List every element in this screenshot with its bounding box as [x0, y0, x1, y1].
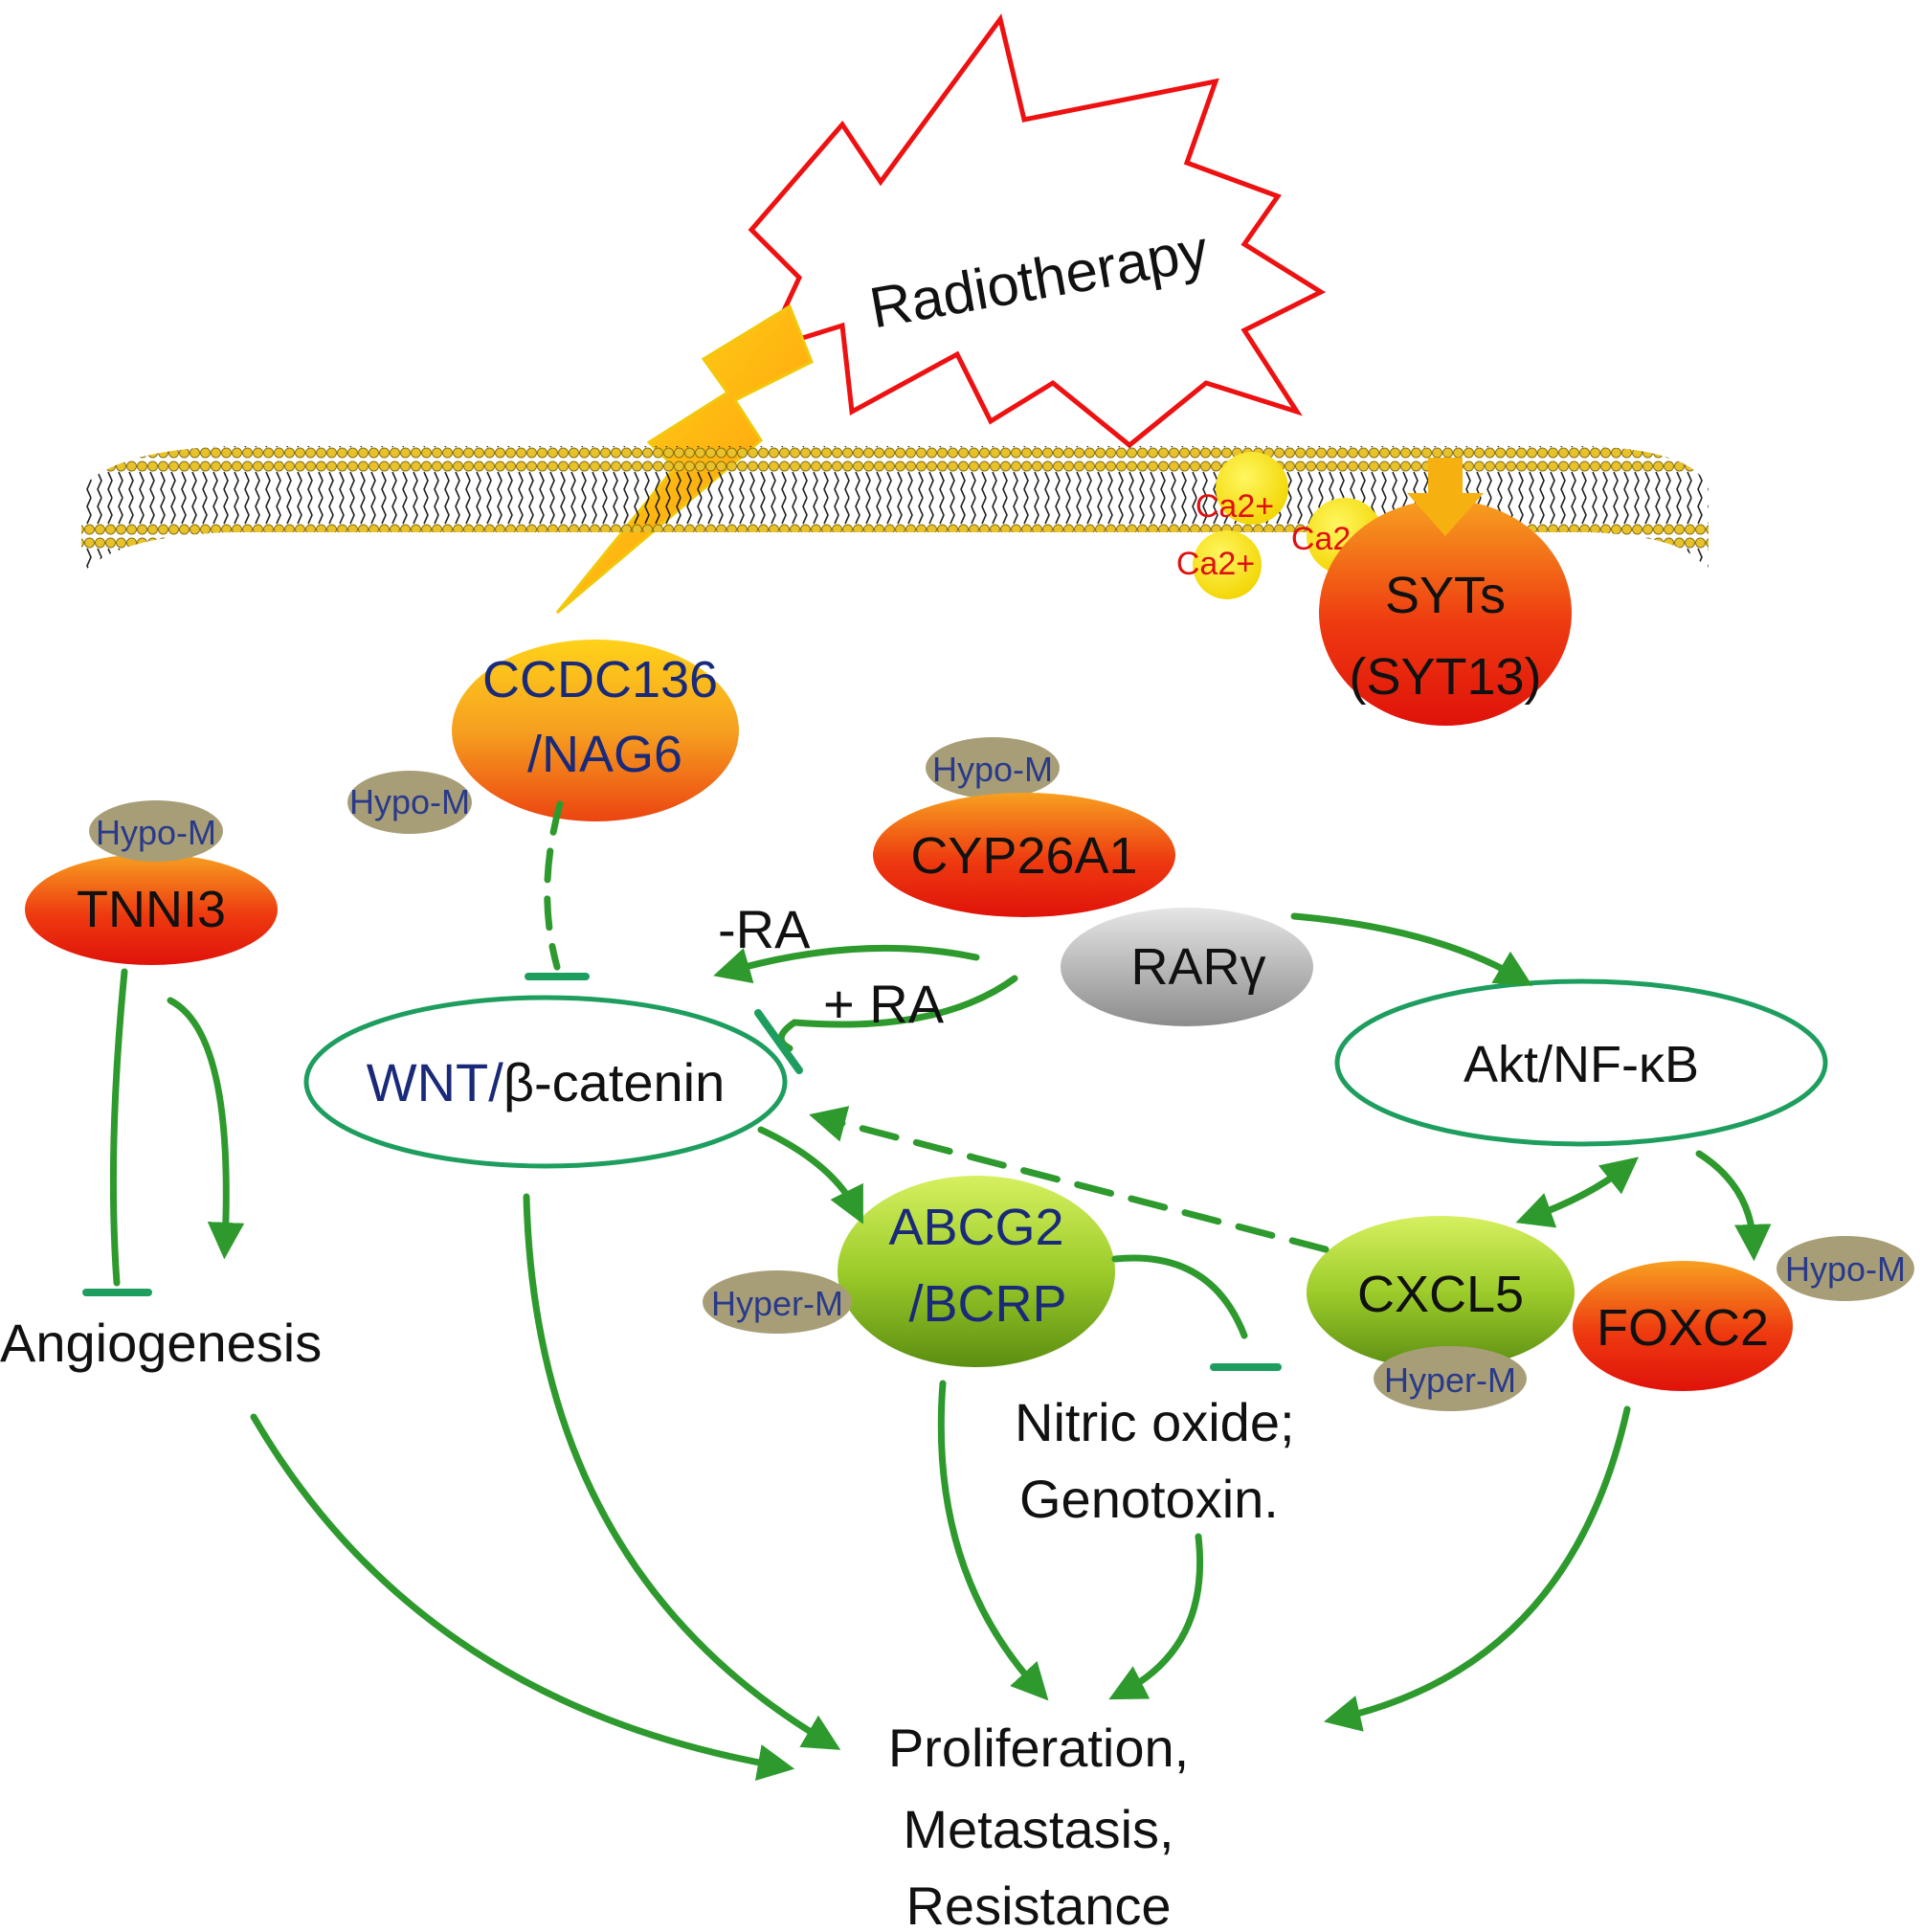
rar-gamma-node: RARγ: [1061, 908, 1313, 1026]
cyp26a1-ellipse: [873, 793, 1175, 917]
methylation-tag-label: Hypo-M: [1785, 1249, 1906, 1289]
akt-nfkb-node: Akt/NF-κB: [1334, 978, 1828, 1147]
akt-activates-foxc2: [1695, 1150, 1772, 1262]
nag6-label: /NAG6: [527, 726, 682, 783]
rar-plus-ra-inhibition: [777, 975, 1018, 1052]
cxcl5-label: CXCL5: [1357, 1266, 1524, 1323]
calcium-label: Ca2+: [1196, 488, 1274, 525]
methylation-tag-label: Hyper-M: [711, 1284, 843, 1323]
inhibition-bar: [754, 1009, 803, 1074]
tnni3-label: TNNI3: [77, 881, 226, 938]
methylation-tag: [347, 771, 472, 834]
cxcl5-node: CXCL5 Hyper-M: [1307, 1216, 1575, 1411]
cxcl5-ellipse: [1307, 1216, 1575, 1369]
genotoxin-label: Genotoxin.: [1019, 1469, 1279, 1529]
tnni3-node: Hypo-M TNNI3: [25, 800, 278, 965]
rar-minus-ra-arrow: [713, 944, 980, 984]
cyp26a1-label: CYP26A1: [910, 827, 1137, 885]
calcium-ion: [1193, 530, 1262, 599]
syts-node: SYTs (SYT13): [1319, 458, 1572, 726]
calcium-ions: Ca2+ Ca2+ Ca2+: [1176, 452, 1383, 599]
abcg2-label: ABCG2: [888, 1199, 1063, 1256]
wnt-activates-abcg2: [757, 1126, 863, 1224]
foxc2-to-proliferation: [1323, 1405, 1631, 1732]
abcg2-ellipse: [838, 1176, 1115, 1367]
methylation-tag-label: Hypo-M: [349, 782, 470, 821]
methylation-tag: [1374, 1346, 1527, 1411]
ccdc136-node: CCDC136 /NAG6 Hypo-M: [347, 640, 739, 834]
foxc2-label: FOXC2: [1597, 1299, 1769, 1357]
wnt-label: WNT/β-catenin: [367, 1052, 726, 1112]
plus-ra-label: + RA: [823, 974, 945, 1034]
ccdc136-ellipse: [452, 640, 739, 821]
angiogenesis-label: Angiogenesis: [0, 1313, 322, 1373]
burst-shape: [748, 13, 1327, 449]
akt-cxcl5-bidirectional: [1515, 1162, 1631, 1228]
methylation-tag-label: Hypo-M: [932, 750, 1053, 789]
wnt-beta-catenin-node: WNT/β-catenin: [303, 995, 788, 1169]
radiotherapy-burst: Radiotherapy: [748, 13, 1327, 449]
akt-ellipse: [1334, 978, 1828, 1147]
angiogenesis-to-proliferation: [250, 1413, 795, 1782]
nitric-oxide-to-proliferation: [1108, 1533, 1204, 1700]
syts-label-secondary: (SYT13): [1349, 648, 1541, 706]
methylation-tag: [1777, 1236, 1914, 1301]
cxcl5-activates-wnt: [809, 1106, 1330, 1253]
methylation-tag: [89, 800, 223, 862]
wnt-to-proliferation: [523, 1193, 841, 1750]
tnni3-activates-angiogenesis: [167, 997, 245, 1260]
calcium-label: Ca2+: [1176, 546, 1255, 582]
methylation-tag-label: Hypo-M: [96, 813, 216, 852]
cyp26a1-node: Hypo-M CYP26A1: [873, 737, 1175, 917]
calcium-ion: [1216, 452, 1288, 525]
methylation-tag: [703, 1270, 852, 1334]
rar-gamma-label: RARγ: [1130, 938, 1265, 996]
akt-label: Akt/NF-κB: [1464, 1036, 1699, 1093]
proliferation-label: Proliferation,: [888, 1718, 1189, 1778]
abcg2-node: ABCG2 /BCRP Hyper-M: [703, 1176, 1115, 1367]
abcg2-inhibits-nitric-oxide: [1111, 1254, 1248, 1339]
abcg2-to-proliferation: [937, 1380, 1049, 1701]
metastasis-label: Metastasis,: [903, 1799, 1173, 1859]
rar-activates-akt: [1290, 912, 1533, 986]
foxc2-ellipse: [1573, 1261, 1793, 1391]
syts-label: SYTs: [1385, 567, 1506, 624]
pathway-edges: [82, 800, 1772, 1782]
bcrp-label: /BCRP: [908, 1275, 1066, 1333]
minus-ra-label: -RA: [718, 899, 811, 959]
resistance-label: Resistance: [905, 1876, 1171, 1932]
tnni3-ellipse: [25, 854, 278, 965]
wnt-ellipse: [303, 995, 788, 1169]
ccdc136-label: CCDC136: [482, 651, 718, 708]
methylation-tag-label: Hyper-M: [1384, 1360, 1516, 1400]
syts-ellipse: [1319, 500, 1572, 726]
cell-membrane: [81, 446, 1709, 574]
down-arrow-icon: [1407, 458, 1484, 536]
beta-catenin-label-part: β-catenin: [503, 1052, 725, 1112]
methylation-tag: [926, 737, 1060, 798]
nitric-oxide-label: Nitric oxide;: [1015, 1392, 1295, 1452]
foxc2-node: Hypo-M FOXC2: [1573, 1236, 1914, 1391]
ccdc136-inhibits-wnt: [544, 800, 564, 971]
rar-gamma-ellipse: [1061, 908, 1313, 1026]
wnt-label-part: WNT/: [367, 1052, 504, 1112]
tnni3-inhibits-angiogenesis: [109, 968, 128, 1287]
